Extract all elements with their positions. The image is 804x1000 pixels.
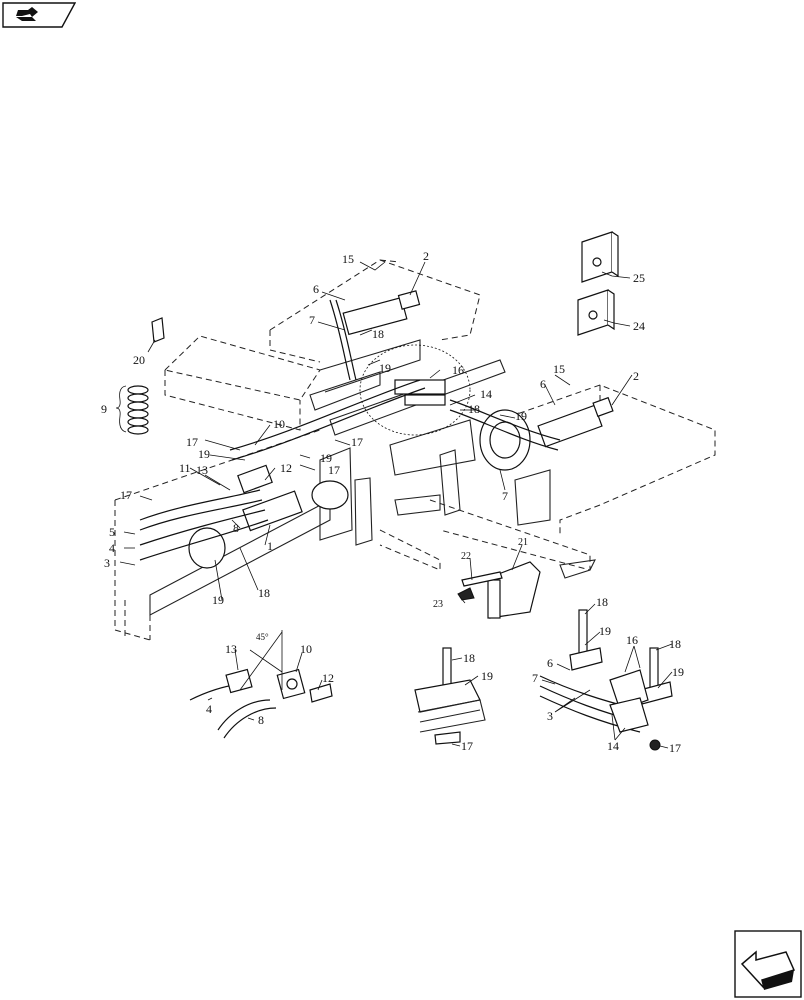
hydraulic-cylinder-right [537,396,614,448]
callout-9: 9 [101,402,107,416]
callout-17: 17 [461,739,473,753]
callout-12: 12 [280,461,292,475]
callout-17: 17 [669,741,681,755]
callout-2: 2 [633,369,639,383]
callout-1: 1 [267,539,273,553]
callout-10: 10 [300,642,312,656]
callout-19: 19 [198,447,210,461]
callout-2: 2 [423,249,429,263]
callout-labels: 15 2 6 7 18 19 16 14 18 19 7 15 6 2 25 2… [101,249,684,755]
callout-16: 16 [452,363,464,377]
callout-15: 15 [342,252,354,266]
hydraulic-cylinder-rear [342,290,421,336]
callout-5: 5 [109,525,115,539]
hydraulic-cylinder-front [237,464,303,532]
next-page-arrow-icon[interactable] [734,930,802,998]
wheel-hub [188,409,531,569]
clip-part [151,317,165,343]
callout-17: 17 [328,463,340,477]
callout-8: 8 [233,521,239,535]
callout-3: 3 [104,556,110,570]
callout-15: 15 [553,362,565,376]
bracket-assembly [457,561,541,619]
spring-stack [115,385,149,435]
callout-17: 17 [351,435,363,449]
callout-6: 6 [540,377,546,391]
bracket-detail-center [414,647,486,745]
callout-11: 11 [179,461,191,475]
callout-8: 8 [258,713,264,727]
callout-3: 3 [547,709,553,723]
callout-7: 7 [309,313,315,327]
callout-20: 20 [133,353,145,367]
block-part-24 [577,289,615,336]
callout-13: 13 [225,642,237,656]
callout-18: 18 [463,651,475,665]
callout-45-angle: 45° [256,632,269,642]
callout-17: 17 [120,488,132,502]
callout-25: 25 [633,271,645,285]
callout-6: 6 [547,656,553,670]
callout-14: 14 [480,387,492,401]
block-part-25 [581,231,619,283]
callout-14: 14 [607,739,619,753]
fitting-detail-left [189,630,333,739]
callout-17: 17 [186,435,198,449]
callout-4: 4 [109,541,115,555]
callout-23: 23 [433,599,443,610]
valve-detail-right [539,609,673,751]
callout-19: 19 [599,624,611,638]
callout-7: 7 [502,489,508,503]
callout-19: 19 [212,593,224,607]
callout-24: 24 [633,319,645,333]
callout-12: 12 [322,671,334,685]
callout-22: 22 [461,551,471,562]
callout-4: 4 [206,702,212,716]
callout-13: 13 [196,463,208,477]
callout-19: 19 [320,451,332,465]
callout-18: 18 [372,327,384,341]
callout-21: 21 [518,537,528,548]
callout-19: 19 [672,665,684,679]
book-arrow-icon[interactable] [2,2,76,28]
callout-19: 19 [379,361,391,375]
callout-16: 16 [626,633,638,647]
callout-6: 6 [313,282,319,296]
callout-18: 18 [258,586,270,600]
callout-18: 18 [669,637,681,651]
callout-18: 18 [596,595,608,609]
callout-19: 19 [515,409,527,423]
callout-10: 10 [273,417,285,431]
leader-lines [119,261,673,749]
callout-7: 7 [532,671,538,685]
valve-cluster-detail [359,344,471,436]
callout-19: 19 [481,669,493,683]
hydraulic-hoses [139,299,561,561]
callout-18: 18 [468,402,480,416]
